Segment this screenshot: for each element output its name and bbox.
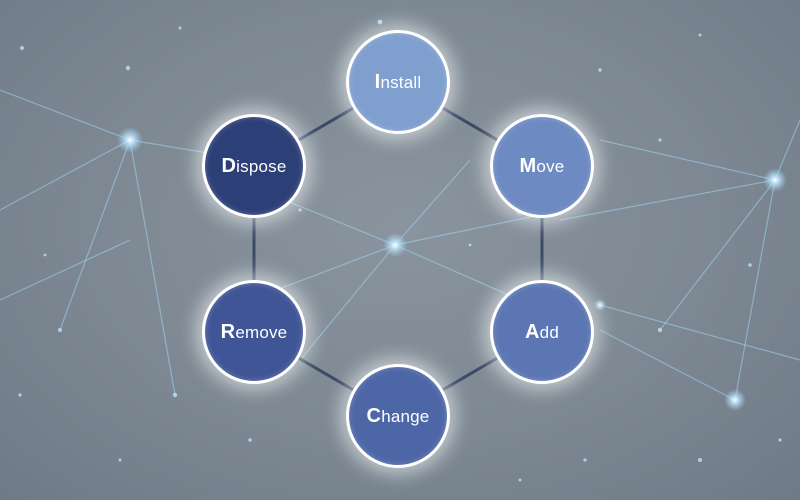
connector-change-remove <box>298 356 354 392</box>
connector-install-move <box>442 106 498 142</box>
cycle-connectors <box>252 106 544 392</box>
network-dots <box>18 19 782 482</box>
connector-dispose-install <box>298 106 354 142</box>
network-lines <box>0 89 800 401</box>
connector-add-change <box>442 356 498 392</box>
network-glow-points <box>117 127 787 411</box>
